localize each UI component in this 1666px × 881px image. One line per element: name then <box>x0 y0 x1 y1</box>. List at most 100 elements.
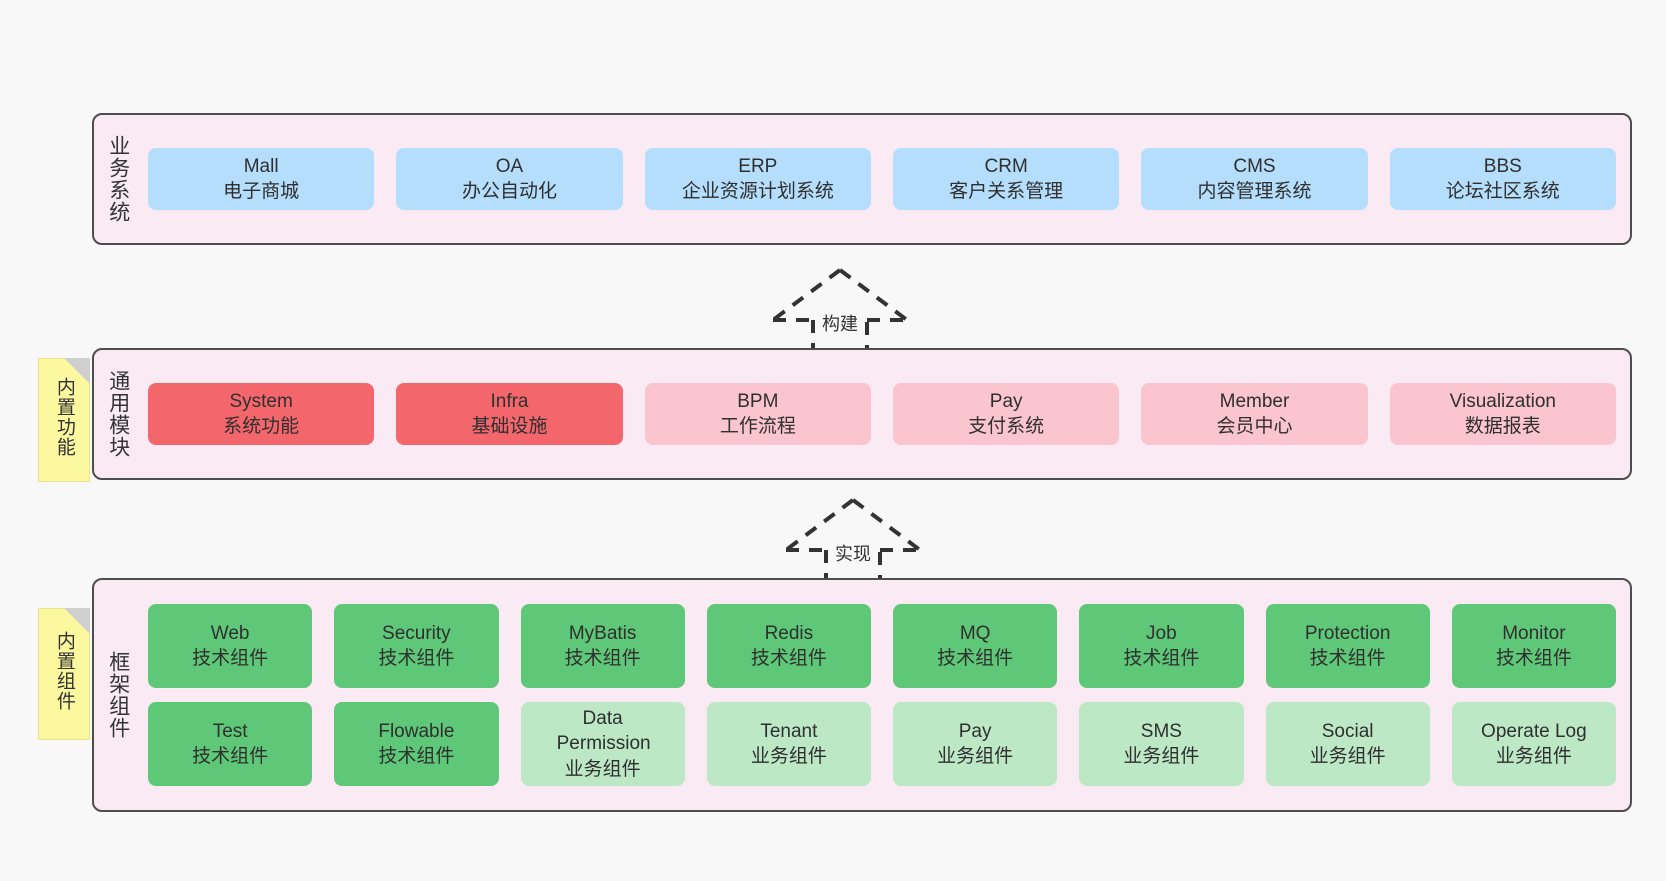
node-subtitle: 业务组件 <box>1495 746 1572 767</box>
node-member[interactable]: Member 会员中心 <box>1141 382 1368 446</box>
node-title: Pay <box>989 390 1023 412</box>
layer-band-common: 通用模块 System 系统功能 Infra 基础设施 BPM 工作流程 Pay… <box>92 348 1632 480</box>
node-subtitle: 技术组件 <box>750 648 827 669</box>
node-redis[interactable]: Redis 技术组件 <box>706 604 871 688</box>
node-subtitle: 会员中心 <box>1216 416 1293 437</box>
node-row: System 系统功能 Infra 基础设施 BPM 工作流程 Pay 支付系统… <box>148 382 1616 446</box>
node-test[interactable]: Test 技术组件 <box>148 702 313 786</box>
node-subtitle: 论坛社区系统 <box>1445 181 1560 202</box>
node-bpm[interactable]: BPM 工作流程 <box>644 382 871 446</box>
node-title: Protection <box>1304 622 1391 644</box>
node-pay-component[interactable]: Pay 业务组件 <box>893 702 1058 786</box>
node-title: CMS <box>1233 155 1276 177</box>
node-title: BPM <box>737 390 779 412</box>
node-subtitle: 工作流程 <box>719 416 796 437</box>
node-row: Test 技术组件 Flowable 技术组件 Data Permission … <box>148 702 1616 786</box>
node-subtitle: 技术组件 <box>378 648 455 669</box>
node-cms[interactable]: CMS 内容管理系统 <box>1141 147 1368 211</box>
node-web[interactable]: Web 技术组件 <box>148 604 313 688</box>
connector-build: 构建 <box>765 262 915 362</box>
node-subtitle: 技术组件 <box>564 648 641 669</box>
band-body-common: System 系统功能 Infra 基础设施 BPM 工作流程 Pay 支付系统… <box>142 350 1630 478</box>
node-subtitle: 技术组件 <box>192 648 269 669</box>
node-subtitle: 技术组件 <box>1309 648 1386 669</box>
connector-implement-label: 实现 <box>835 544 871 564</box>
band-title-business: 业务系统 <box>106 135 130 223</box>
node-subtitle: 系统功能 <box>223 416 300 437</box>
node-security[interactable]: Security 技术组件 <box>334 604 499 688</box>
band-title-framework: 框架组件 <box>106 651 130 739</box>
node-title: Redis <box>764 622 814 644</box>
node-bbs[interactable]: BBS 论坛社区系统 <box>1389 147 1616 211</box>
node-title: Mall <box>243 155 279 177</box>
band-body-framework: Web 技术组件 Security 技术组件 MyBatis 技术组件 Redi… <box>142 580 1630 810</box>
node-title: Infra <box>490 390 529 412</box>
node-erp[interactable]: ERP 企业资源计划系统 <box>644 147 871 211</box>
node-subtitle: 支付系统 <box>968 416 1045 437</box>
node-subtitle: 技术组件 <box>192 746 269 767</box>
node-title: Test <box>212 720 248 742</box>
node-title: Operate Log <box>1481 720 1587 742</box>
node-visualization[interactable]: Visualization 数据报表 <box>1389 382 1616 446</box>
node-subtitle: 企业资源计划系统 <box>681 181 834 202</box>
node-title: Tenant <box>760 720 818 742</box>
node-crm[interactable]: CRM 客户关系管理 <box>892 147 1120 211</box>
sticky-note-builtin-features: 内置功能 <box>38 358 90 482</box>
node-data-permission[interactable]: Data Permission 业务组件 <box>520 702 685 786</box>
node-title: Pay <box>958 720 992 742</box>
node-row: Mall 电子商城 OA 办公自动化 ERP 企业资源计划系统 CRM 客户关系… <box>148 147 1616 211</box>
node-subtitle: 业务组件 <box>1123 746 1200 767</box>
node-title: Flowable <box>378 720 455 742</box>
node-title: System <box>229 390 293 412</box>
node-title: Job <box>1146 622 1177 644</box>
band-body-business: Mall 电子商城 OA 办公自动化 ERP 企业资源计划系统 CRM 客户关系… <box>142 115 1630 243</box>
node-subtitle: 基础设施 <box>471 416 548 437</box>
node-subtitle: 技术组件 <box>1123 648 1200 669</box>
node-title: Member <box>1219 390 1290 412</box>
node-title: SMS <box>1140 720 1182 742</box>
node-subtitle: 业务组件 <box>937 746 1014 767</box>
node-subtitle: 技术组件 <box>378 746 455 767</box>
node-mq[interactable]: MQ 技术组件 <box>893 604 1058 688</box>
connector-implement: 实现 <box>778 492 928 592</box>
node-subtitle: 业务组件 <box>1309 746 1386 767</box>
node-subtitle: 办公自动化 <box>461 181 557 202</box>
node-title: OA <box>495 155 524 177</box>
node-subtitle: 技术组件 <box>1495 648 1572 669</box>
node-subtitle: 技术组件 <box>937 648 1014 669</box>
dashed-arrow-up-icon <box>771 268 909 360</box>
node-mybatis[interactable]: MyBatis 技术组件 <box>520 604 685 688</box>
node-social[interactable]: Social 业务组件 <box>1265 702 1430 786</box>
node-title: Monitor <box>1502 622 1566 644</box>
layer-band-business: 业务系统 Mall 电子商城 OA 办公自动化 ERP 企业资源计划系统 CRM… <box>92 113 1632 245</box>
node-system[interactable]: System 系统功能 <box>148 382 375 446</box>
node-monitor[interactable]: Monitor 技术组件 <box>1451 604 1616 688</box>
node-subtitle: 业务组件 <box>564 758 641 780</box>
sticky-note-builtin-components: 内置组件 <box>38 608 90 740</box>
node-protection[interactable]: Protection 技术组件 <box>1265 604 1430 688</box>
node-subtitle: 数据报表 <box>1464 416 1541 437</box>
layer-band-framework: 框架组件 Web 技术组件 Security 技术组件 MyBatis 技术组件… <box>92 578 1632 812</box>
node-tenant[interactable]: Tenant 业务组件 <box>706 702 871 786</box>
connector-build-label: 构建 <box>822 314 858 334</box>
node-title: Security <box>382 622 451 644</box>
node-oa[interactable]: OA 办公自动化 <box>396 147 623 211</box>
node-subtitle: 内容管理系统 <box>1197 181 1312 202</box>
node-sms[interactable]: SMS 业务组件 <box>1079 702 1244 786</box>
node-subtitle: 电子商城 <box>223 181 300 202</box>
sticky-note-text: 内置组件 <box>53 631 75 711</box>
node-subtitle: 客户关系管理 <box>949 181 1064 202</box>
node-title: MQ <box>959 622 991 644</box>
node-pay-module[interactable]: Pay 支付系统 <box>892 382 1120 446</box>
node-infra[interactable]: Infra 基础设施 <box>396 382 623 446</box>
node-flowable[interactable]: Flowable 技术组件 <box>334 702 499 786</box>
dashed-arrow-up-icon <box>784 498 922 590</box>
node-job[interactable]: Job 技术组件 <box>1079 604 1244 688</box>
band-title-common: 通用模块 <box>106 370 130 458</box>
node-title: BBS <box>1483 155 1522 177</box>
node-title: CRM <box>984 155 1028 177</box>
node-mall[interactable]: Mall 电子商城 <box>148 147 375 211</box>
node-operate-log[interactable]: Operate Log 业务组件 <box>1451 702 1616 786</box>
node-subtitle: 业务组件 <box>750 746 827 767</box>
